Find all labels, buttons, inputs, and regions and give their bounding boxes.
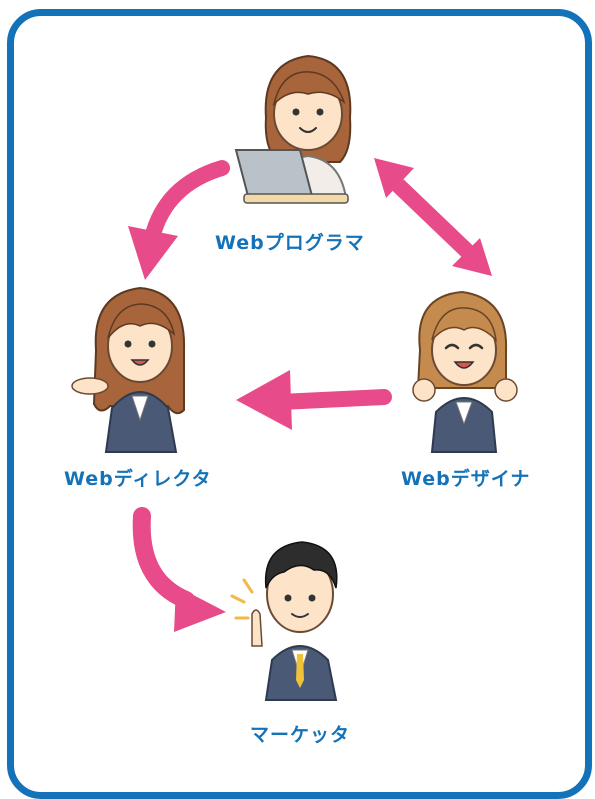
label-designer: Webデザイナ bbox=[401, 468, 531, 490]
arrow-designer-to-director bbox=[236, 370, 392, 430]
arrow-programmer-designer-double bbox=[374, 158, 492, 276]
label-marketer: マーケッタ bbox=[250, 724, 351, 746]
label-director: Webディレクタ bbox=[64, 468, 212, 490]
director-figure bbox=[71, 286, 186, 453]
designer-figure bbox=[412, 290, 518, 453]
arrow-director-to-marketer bbox=[132, 507, 226, 632]
marketer-figure bbox=[230, 541, 338, 701]
label-programmer: Webプログラマ bbox=[215, 232, 365, 254]
programmer-figure bbox=[234, 54, 352, 204]
arrow-programmer-to-director bbox=[128, 160, 230, 280]
